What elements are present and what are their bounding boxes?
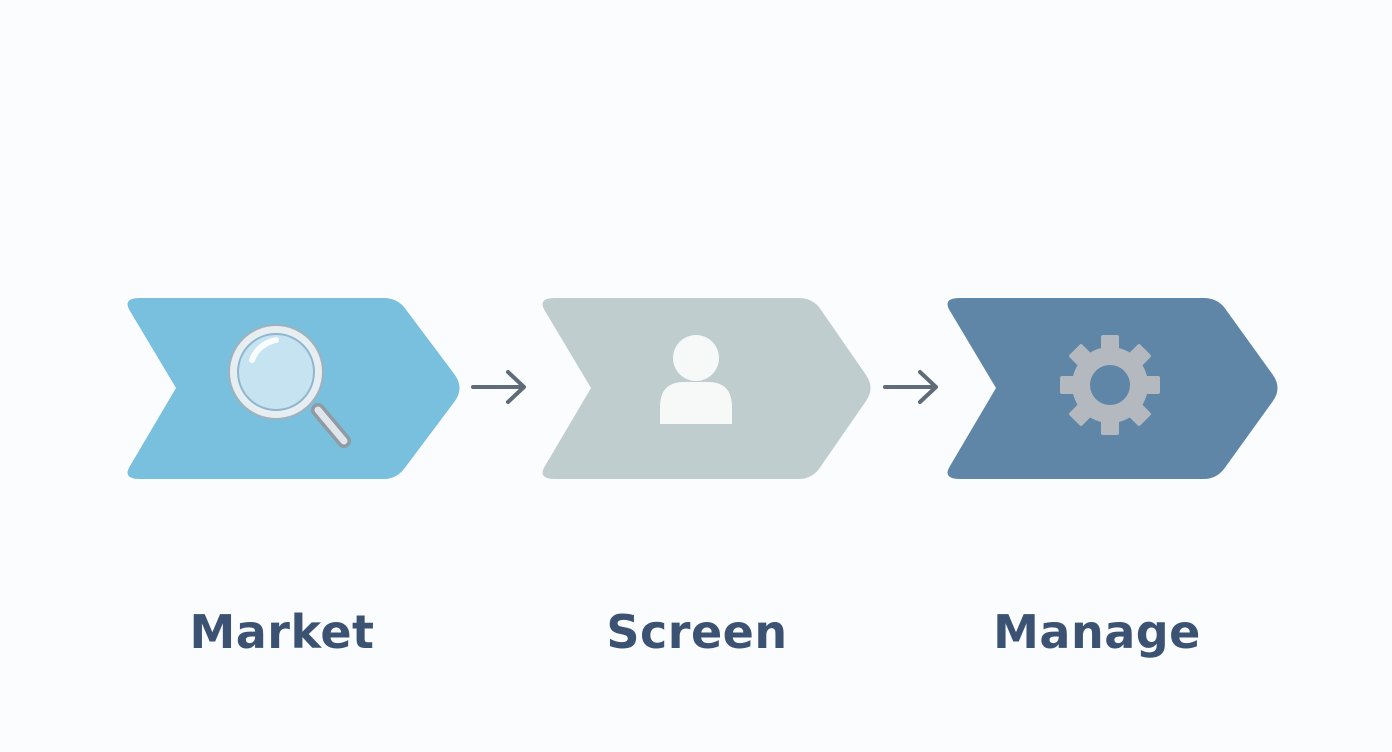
- step-label-screen: Screen: [606, 605, 788, 659]
- magnifying-glass-icon: [228, 324, 351, 448]
- arrow-connector-2: [883, 370, 938, 404]
- gear-icon: [1060, 335, 1160, 435]
- arrow-connector-1: [471, 370, 526, 404]
- step-label-manage: Manage: [993, 605, 1201, 659]
- person-icon: [660, 335, 732, 424]
- step-label-market: Market: [189, 605, 375, 659]
